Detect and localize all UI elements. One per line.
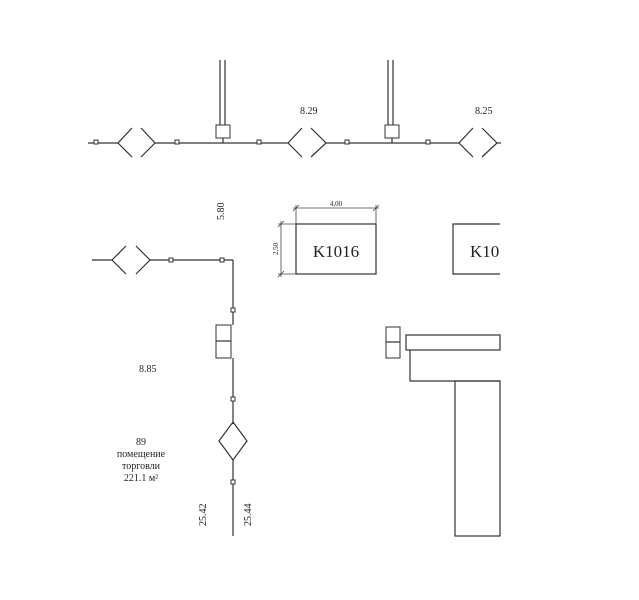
room-box-k1016: K1016 [295,223,377,275]
wall-structure [405,334,501,537]
diamond-fixture [287,127,327,158]
switch-box [385,326,401,359]
junction-marker [230,479,236,485]
junction-marker [256,139,262,145]
room-number: 89 [136,437,146,448]
dimension-label: 25.44 [243,504,254,527]
junction-marker [230,396,236,402]
width-dimension-line: 4,00 [292,200,380,224]
height-dimension-line: 2,50 [272,220,296,278]
left-wiring-line [92,259,234,536]
junction-marker [230,307,236,313]
junction-marker [425,139,431,145]
junction-marker [174,139,180,145]
room-code: K10 [470,242,499,261]
room-name-line1: помещение [117,449,166,460]
dimension-label: 2,50 [272,242,280,255]
diamond-fixture [458,127,498,158]
room-code: K1016 [313,242,359,261]
room-info: 89 помещение торговли 221.1 м² [117,437,166,484]
junction-marker [93,139,99,145]
dimension-label: 5.80 [216,203,227,221]
diamond-fixture [111,245,151,275]
dimension-label: 8.29 [300,106,318,117]
switch-box [215,324,232,359]
feeder-cable-left [215,60,231,143]
room-area: 221.1 м² [124,473,158,484]
room-name-line2: торговли [122,461,161,472]
junction-marker [168,257,174,263]
dimension-label: 25.42 [198,504,209,527]
diamond-fixture [218,420,248,462]
dimension-label: 8.25 [475,106,493,117]
junction-marker [219,257,225,263]
room-box-k10-partial: K10 [452,223,500,275]
feeder-cable-right [384,60,400,143]
dimension-label: 4,00 [330,200,343,208]
diamond-fixture [117,127,156,158]
dimension-label: 8.85 [139,364,157,375]
junction-marker [344,139,350,145]
